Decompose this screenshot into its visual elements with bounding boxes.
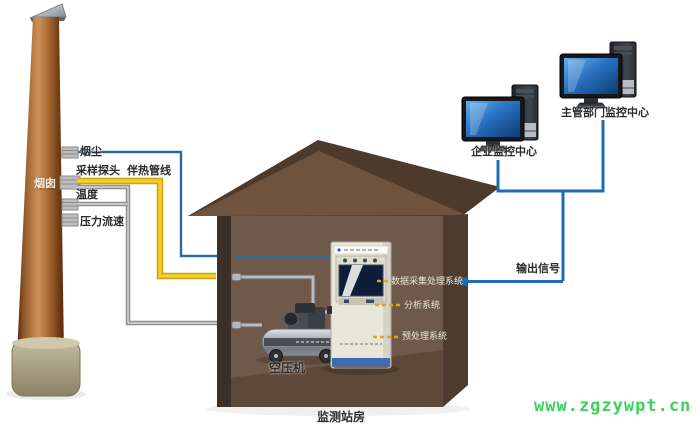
watermark-text: www.zgzywpt.cn: [534, 396, 692, 416]
dust-label: 烟尘: [80, 146, 102, 158]
sampling-probe-label: 采样探头: [76, 165, 120, 177]
cabinet-screen: [338, 264, 384, 297]
chimney: [6, 3, 86, 400]
field-lines: [77, 150, 217, 326]
station-house-label: 监测站房: [317, 410, 366, 424]
enterprise-computer: [461, 84, 539, 152]
output-signal-label: 输出信号: [516, 263, 560, 275]
dust-signal-line: [78, 150, 217, 258]
chimney-label: 烟囱: [34, 178, 56, 190]
compressor-label: 空压机: [269, 361, 306, 375]
output-signal-lines: [466, 120, 605, 283]
pretreatment-system-label: 预处理系统: [402, 331, 448, 341]
enterprise-center-label: 企业监控中心: [471, 146, 537, 158]
dust-port: [61, 146, 79, 159]
cems-cabinet: [323, 241, 399, 375]
pipe-inlet-knob: [327, 306, 332, 314]
chimney-body: [17, 17, 64, 356]
system-callout-lines: [373, 279, 401, 339]
authority-center-label: 主管部门监控中心: [561, 107, 649, 119]
pressure-flow-label: 压力流速: [80, 216, 124, 228]
cabinet-logo-band: [333, 245, 389, 255]
left-wall-edge: [217, 216, 231, 407]
analysis-system-label: 分析系统: [404, 300, 441, 310]
air-compressor: [256, 303, 346, 365]
roof-front-face: [190, 151, 466, 216]
right-wall-face: [443, 214, 468, 407]
heated-line-label: 伴热管线: [127, 165, 171, 177]
temperature-label: 温度: [76, 189, 98, 201]
cabinet-base-strip: [332, 358, 390, 367]
pressure-flow-port: [61, 213, 79, 227]
data-acquisition-system-label: 数据采集处理系统: [391, 276, 464, 286]
chimney-cap: [29, 3, 67, 19]
output-arrow-icon: [456, 276, 467, 287]
authority-computer: [559, 41, 637, 109]
